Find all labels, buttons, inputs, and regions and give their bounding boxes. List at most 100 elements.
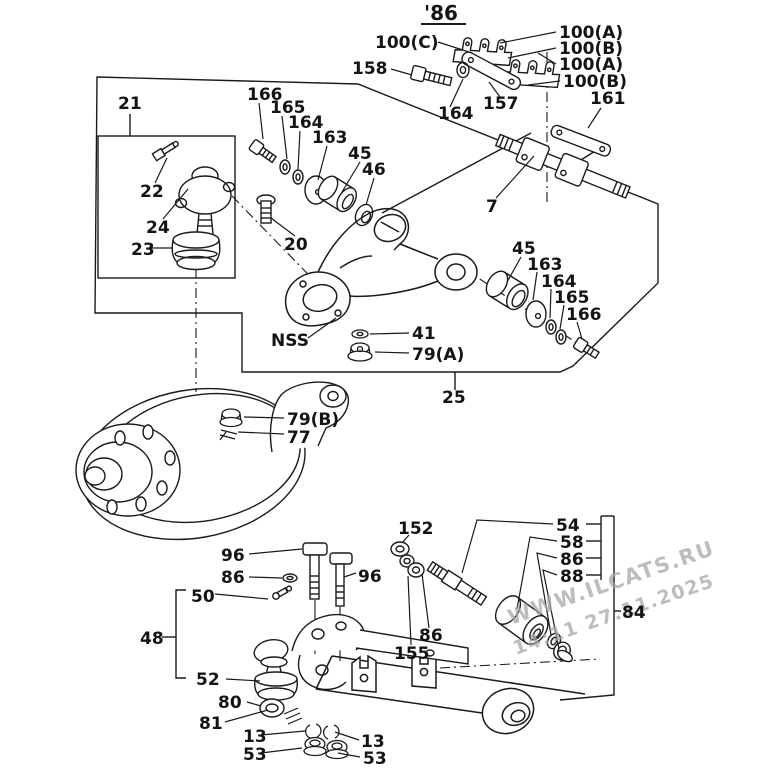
callout-52: 52 [196,670,220,690]
pivot-shaft-7 [494,133,631,199]
washer-155 [407,562,425,578]
callout-45-left: 45 [348,144,372,164]
nut-53-right [325,739,349,760]
callout-21: 21 [118,94,142,114]
upper-ball-joint-assembly [151,140,236,271]
callout-164-left: 164 [288,113,324,133]
callout-164-right: 164 [541,272,577,292]
arm-mount-hardware [303,723,349,760]
callout-53-left: 53 [243,745,267,765]
callout-100c: 100(C) [375,33,439,53]
wheel-stud [156,480,168,496]
arm-rear-eye [434,253,478,291]
shaft-54-group [390,541,573,663]
ball-joint-body [178,175,232,215]
washer-86-small [282,573,298,583]
grease-fitting-50 [272,585,293,600]
dust-boot-23 [172,231,220,249]
bushing-45-right [485,270,529,311]
bolt-166-left [248,139,278,164]
through-bolts-96 [282,542,353,607]
wheel-stud [135,496,147,512]
callout-100a-1: 100(A) [559,23,623,43]
callout-7: 7 [486,197,498,217]
washer-164-left [292,169,304,185]
bushing-80 [259,698,285,718]
arm-front-leg [317,207,410,273]
callout-157: 157 [483,94,519,114]
callout-41: 41 [412,324,436,344]
bracket-48 [175,589,186,679]
third-arm-plate [291,613,366,652]
callout-161: 161 [590,89,626,109]
callout-46: 46 [362,160,386,180]
callout-54: 54 [556,516,580,536]
strap-161 [550,124,612,157]
upper-control-arm [284,207,478,327]
callout-50: 50 [191,587,215,607]
callout-163-left: 163 [312,128,348,148]
callout-20: 20 [284,235,308,255]
callout-164-top: 164 [438,104,474,124]
bracket-84 [559,516,615,701]
washer-86-mid [399,554,415,568]
callout-24: 24 [146,218,170,238]
nut-53-left [303,736,327,757]
callout-88: 88 [560,567,584,587]
callout-13-left: 13 [243,727,267,747]
callout-155: 155 [394,644,430,664]
callout-166-right: 166 [566,305,602,325]
ring-46 [354,203,374,227]
callout-96-right: 96 [358,567,382,587]
washer-165-left [279,159,291,175]
callout-152: 152 [398,519,434,539]
callout-48: 48 [140,629,164,649]
callout-86-right: 86 [560,550,584,570]
grease-fitting-22 [151,140,179,162]
clip-13-right [322,724,340,740]
callout-labels: '86 100(C) 158 100(A) 100(B) 100(A) 100(… [118,1,646,769]
arm-lower-hardware [347,329,373,362]
bushing-45-left [317,175,358,213]
callout-year-86: '86 [424,1,458,25]
lower-ball-joint [253,638,289,678]
callout-45-right: 45 [512,239,536,259]
support-bar-157 [461,51,522,91]
callout-13-right: 13 [361,732,385,752]
callout-100a-2: 100(A) [559,55,623,75]
callout-84: 84 [622,603,646,623]
snap-ring-81 [283,707,303,725]
spindle-hardware [219,408,243,441]
callout-79a: 79(A) [412,345,464,365]
bolt-96-left [302,542,328,600]
wheel-stud [106,499,118,515]
front-bushing-hardware-row [248,139,374,227]
nut-88 [553,641,573,663]
wheel-stud [164,450,176,466]
callout-96-left: 96 [221,546,245,566]
lower-control-arm [315,650,586,735]
arm-ball-plate [284,271,351,327]
ball-joint-kit-box [97,135,236,279]
callout-23: 23 [131,240,155,260]
washer-41 [351,329,369,339]
callout-100b-2: 100(B) [563,72,627,92]
callout-165-right: 165 [554,288,590,308]
callout-79b: 79(B) [287,410,339,430]
callout-158: 158 [352,59,388,79]
wheel-stud [142,424,154,440]
bolt-166-right [572,336,601,360]
cotter-pin-77 [219,429,238,441]
third-arm-assembly-48 [253,585,469,725]
wheel-stud [114,430,126,446]
callout-163-right: 163 [527,255,563,275]
arm-rear-leg [349,280,439,298]
nut-152 [390,541,410,557]
washer-165-right [555,329,567,345]
callout-80: 80 [218,693,242,713]
callout-22: 22 [140,182,164,202]
nut-79b [219,408,243,428]
hub-and-rotor [75,381,350,541]
callout-77: 77 [287,428,311,448]
